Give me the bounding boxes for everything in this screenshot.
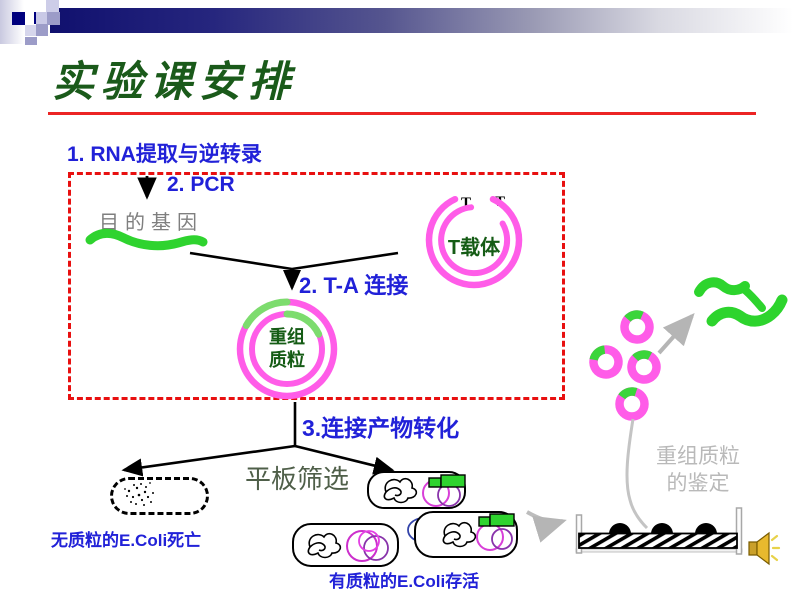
- recombinant-plasmid-line2: 质粒: [269, 350, 305, 370]
- header-bar: [50, 8, 793, 33]
- decor-square: [47, 12, 60, 25]
- dead-ecoli-cell-outline: [110, 477, 209, 515]
- line-plasmids-to-gel: [625, 418, 649, 530]
- recombinant-plasmid-label: 重组 质粒: [252, 326, 322, 372]
- identification-line2: 的鉴定: [666, 472, 730, 495]
- recombinant-plasmid-ring: [236, 298, 338, 400]
- decor-square: [12, 12, 25, 25]
- converge-arrows: [189, 251, 399, 291]
- plasmid-cluster: [589, 310, 661, 421]
- recombinant-plasmid-line1: 重组: [269, 327, 305, 347]
- identification-label: 重组质粒 的鉴定: [638, 443, 758, 497]
- decor-square: [36, 24, 48, 36]
- decor-square: [25, 37, 37, 45]
- plate-screening-label: 平板筛选: [245, 464, 350, 494]
- decor-tick: [34, 12, 36, 24]
- ecoli-cell-right: [407, 511, 518, 558]
- step2-ta-label: 2. T-A 连接: [299, 273, 409, 298]
- workflow-dashed-box: [68, 172, 565, 400]
- step2-pcr-label: 2. PCR: [167, 173, 235, 196]
- identification-line1: 重组质粒: [656, 445, 740, 468]
- ecoli-cell-top: [367, 471, 466, 509]
- step1-label: 1. RNA提取与逆转录: [67, 143, 262, 166]
- title-underline: [48, 112, 756, 115]
- with-plasmid-caption: 有质粒的E.Coli存活: [329, 572, 480, 591]
- page-title: 实验课安排: [52, 60, 298, 106]
- no-plasmid-caption: 无质粒的E.Coli死亡: [51, 531, 202, 550]
- t-vector-label: T载体: [447, 237, 501, 259]
- target-gene-squiggle: [85, 228, 208, 251]
- speaker-icon[interactable]: [748, 531, 781, 566]
- decor-square: [36, 12, 47, 24]
- arrow-cells-to-gel: [526, 510, 567, 543]
- ecoli-cell-left: [292, 523, 399, 567]
- step3-label: 3.连接产物转化: [302, 415, 460, 441]
- dead-cell-speckle: [124, 482, 154, 506]
- gene-fragments-squiggle: [694, 277, 788, 327]
- target-gene-label: 目的基因: [99, 212, 203, 234]
- gel-apparatus: [575, 507, 743, 555]
- arrow-plasmids-to-fragments: [657, 313, 695, 355]
- step3-connector-arrows: [121, 402, 395, 477]
- decor-square: [25, 25, 36, 36]
- t-overhang-left-label: T: [461, 195, 472, 211]
- decor-square: [46, 0, 59, 13]
- t-vector-ring: [425, 195, 523, 289]
